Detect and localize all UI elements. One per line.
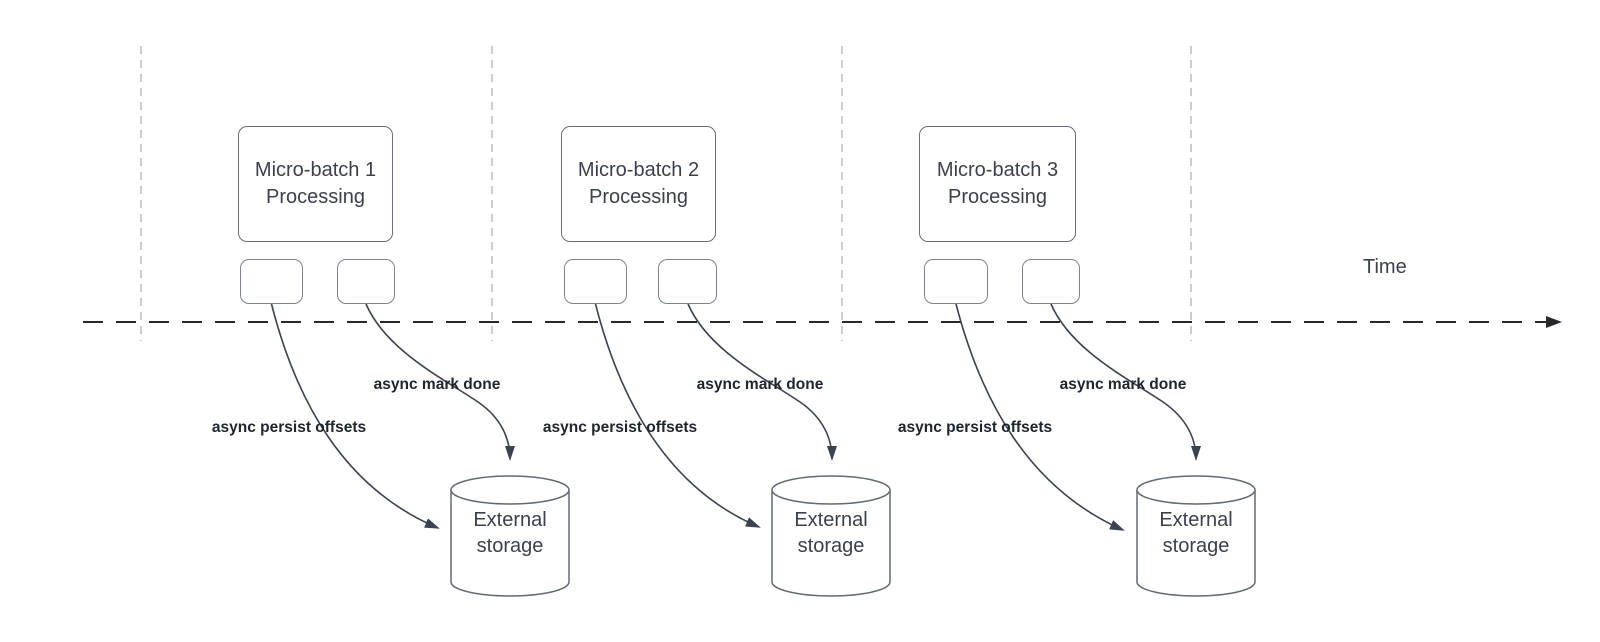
mark-done-task-box-1[interactable] xyxy=(337,259,395,304)
persist-offsets-task-box-1[interactable] xyxy=(240,259,303,304)
persist-offsets-arrow-3 xyxy=(955,303,1125,531)
micro-batch-1-label-line1: Micro-batch 1 xyxy=(254,159,377,181)
mark-done-label-2: async mark done xyxy=(696,376,824,393)
persist-offsets-label-2: async persist offsets xyxy=(542,419,698,436)
micro-batch-1-box[interactable]: Micro-batch 1 Processing xyxy=(238,126,393,242)
storage-cylinder-3 xyxy=(1136,475,1256,597)
external-storage-label-1-line1: External xyxy=(473,509,547,531)
mark-done-label-3: async mark done xyxy=(1059,376,1187,393)
micro-batch-1-label-line2: Processing xyxy=(266,186,365,208)
mark-done-arrow-2 xyxy=(687,303,837,461)
mark-done-task-box-2[interactable] xyxy=(658,259,717,304)
time-axis-label: Time xyxy=(1363,256,1407,278)
persist-offsets-task-box-3[interactable] xyxy=(924,259,988,304)
micro-batch-2-box[interactable]: Micro-batch 2 Processing xyxy=(561,126,716,242)
external-storage-label-2: External storage xyxy=(772,507,890,559)
micro-batch-2-label-line2: Processing xyxy=(589,186,688,208)
external-storage-label-3-line1: External xyxy=(1159,509,1233,531)
external-storage-label-3: External storage xyxy=(1137,507,1255,559)
mark-done-label-1: async mark done xyxy=(373,376,501,393)
micro-batch-3-label-line2: Processing xyxy=(948,186,1047,208)
external-storage-label-2-line2: storage xyxy=(797,535,865,557)
external-storage-label-1: External storage xyxy=(451,507,569,559)
mark-done-task-box-3[interactable] xyxy=(1022,259,1080,304)
external-storage-label-1-line2: storage xyxy=(476,535,544,557)
micro-batch-3-label-line1: Micro-batch 3 xyxy=(936,159,1059,181)
micro-batch-3-box[interactable]: Micro-batch 3 Processing xyxy=(919,126,1076,242)
persist-offsets-arrow-1 xyxy=(270,303,440,529)
external-storage-label-3-line2: storage xyxy=(1162,535,1230,557)
micro-batch-2-label-line1: Micro-batch 2 xyxy=(577,159,700,181)
mark-done-arrow-1 xyxy=(365,303,515,461)
persist-offsets-task-box-2[interactable] xyxy=(564,259,627,304)
persist-offsets-label-3: async persist offsets xyxy=(897,419,1053,436)
persist-offsets-label-1: async persist offsets xyxy=(211,419,367,436)
storage-cylinder-1 xyxy=(450,475,570,597)
persist-offsets-arrow-2 xyxy=(594,303,761,528)
storage-cylinder-2 xyxy=(771,475,891,597)
external-storage-label-2-line1: External xyxy=(794,509,868,531)
mark-done-arrow-3 xyxy=(1050,303,1201,461)
